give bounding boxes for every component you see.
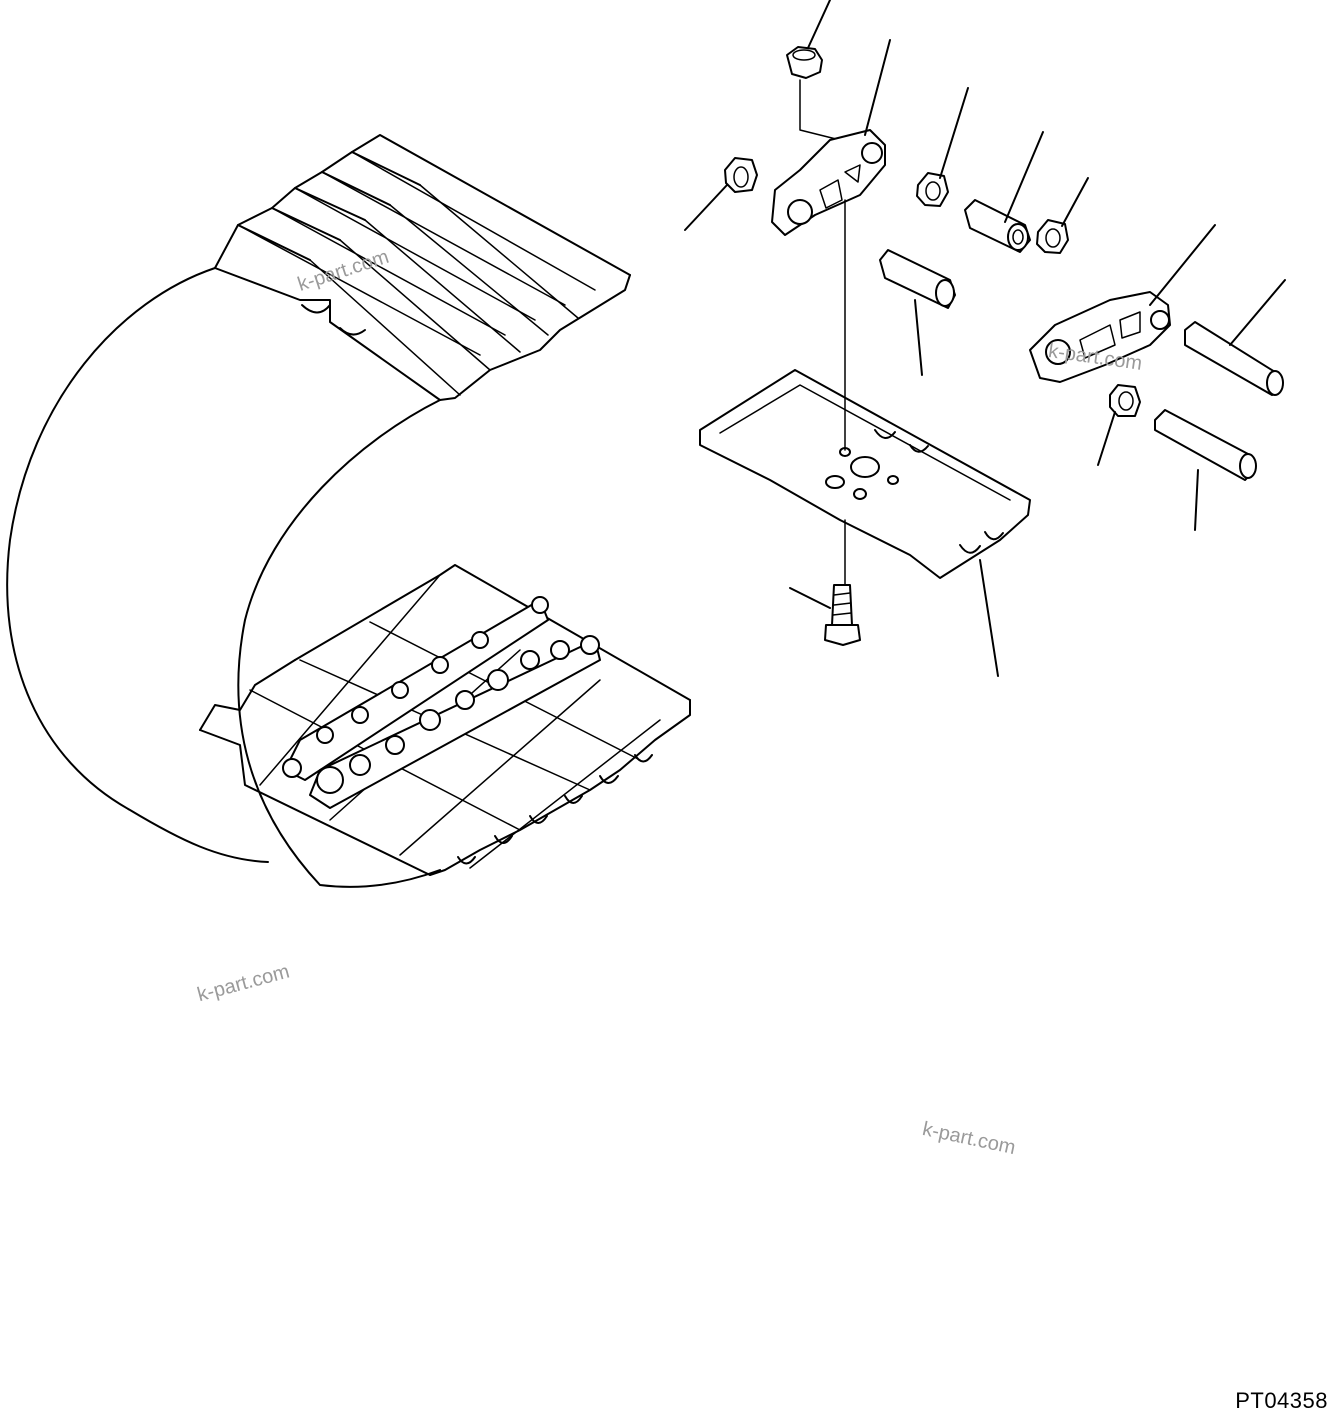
track-shoe bbox=[699, 369, 1031, 677]
track-loop-inner bbox=[237, 399, 441, 888]
track-assembly bbox=[6, 134, 691, 888]
seal-right bbox=[1097, 384, 1141, 466]
pin-long bbox=[1184, 279, 1286, 396]
ring-small bbox=[1036, 177, 1089, 254]
link-left bbox=[771, 39, 891, 236]
figure-code: PT04358 bbox=[1235, 1388, 1328, 1413]
seal bbox=[684, 157, 758, 231]
spacer bbox=[916, 87, 969, 207]
shoe-nut bbox=[786, 0, 861, 146]
chain-links bbox=[282, 596, 601, 809]
bushing-right bbox=[1154, 409, 1257, 531]
shoe-bolt bbox=[789, 584, 861, 646]
top-shoes bbox=[214, 134, 631, 401]
link-right bbox=[1029, 224, 1216, 383]
bushing bbox=[964, 131, 1044, 253]
track-loop-outer bbox=[6, 267, 269, 863]
pin bbox=[879, 249, 956, 376]
